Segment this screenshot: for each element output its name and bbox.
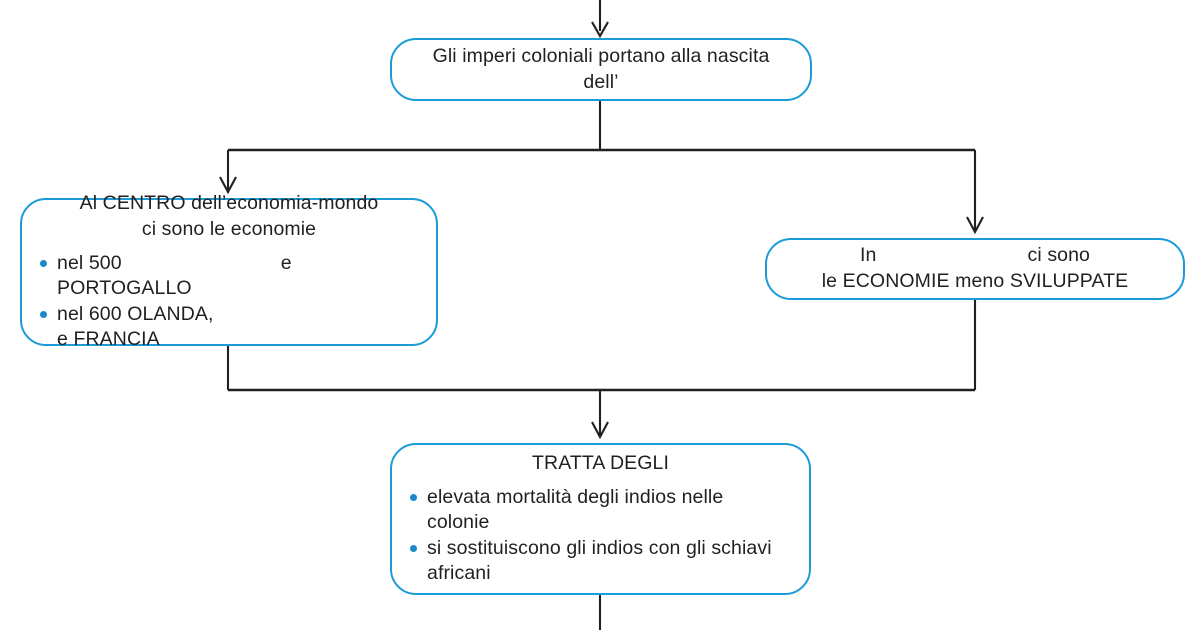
bullet-prefix: nel 500 — [57, 252, 122, 275]
bullet-prefix: nel 600 OLANDA, — [57, 303, 214, 326]
list-item: nel 600 OLANDA, e FRANCIA — [40, 302, 426, 352]
node-periferia-line1: In ci sono — [767, 243, 1183, 269]
list-item: elevata mortalità degli indios nelle col… — [410, 485, 799, 535]
node-centro-heading-line1: Al CENTRO dell’economia-mondo — [79, 191, 379, 214]
bullet-dot-icon — [40, 311, 47, 319]
bullet-dot-icon — [40, 260, 47, 268]
bullet-dot-icon — [410, 545, 417, 553]
bullet-text: elevata mortalità degli indios nelle col… — [427, 486, 724, 534]
node-centro-heading: Al CENTRO dell’economia-mondo ci sono le… — [26, 191, 432, 242]
node-centro-bullet-list: nel 500 e PORTOGALLO nel 600 OLANDA, e F… — [26, 251, 432, 353]
node-centro-economie[interactable]: Al CENTRO dell’economia-mondo ci sono le… — [20, 192, 438, 350]
node-tratta-schiavi[interactable]: TRATTA DEGLI elevata mortalità degli ind… — [390, 443, 811, 595]
node-centro-heading-line2: ci sono le economie — [141, 217, 317, 240]
node-periferia-text: In ci sono le ECONOMIE meno SVILUPPATE — [767, 243, 1183, 294]
node-tratta-bullet-list: elevata mortalità degli indios nelle col… — [396, 485, 805, 587]
bullet-suffix: e PORTOGALLO — [57, 252, 292, 300]
node-origine-economia-mondo[interactable]: Gli imperi coloniali portano alla nascit… — [390, 38, 812, 101]
bullet-text: si sostituiscono gli indios con gli schi… — [427, 537, 772, 585]
connector-split-to-centro — [219, 150, 237, 195]
bullet-dot-icon — [410, 494, 417, 502]
line1-suffix: ci sono — [1027, 244, 1091, 267]
connector-split-to-periferia — [966, 150, 984, 235]
node-origine-text: Gli imperi coloniali portano alla nascit… — [432, 44, 770, 93]
node-periferia-line2: le ECONOMIE meno SVILUPPATE — [821, 270, 1129, 292]
bullet-suffix: e FRANCIA — [57, 328, 160, 351]
line1-prefix: In — [859, 244, 877, 267]
list-item: si sostituiscono gli indios con gli schi… — [410, 536, 799, 586]
node-tratta-heading-text: TRATTA DEGLI — [532, 451, 669, 474]
connector-merge-to-tratta — [591, 390, 609, 440]
node-periferia-economie[interactable]: In ci sono le ECONOMIE meno SVILUPPATE — [765, 238, 1185, 300]
list-item: nel 500 e PORTOGALLO — [40, 251, 426, 301]
connector-incoming-top-arrow — [591, 0, 609, 39]
node-tratta-heading: TRATTA DEGLI — [396, 451, 805, 477]
